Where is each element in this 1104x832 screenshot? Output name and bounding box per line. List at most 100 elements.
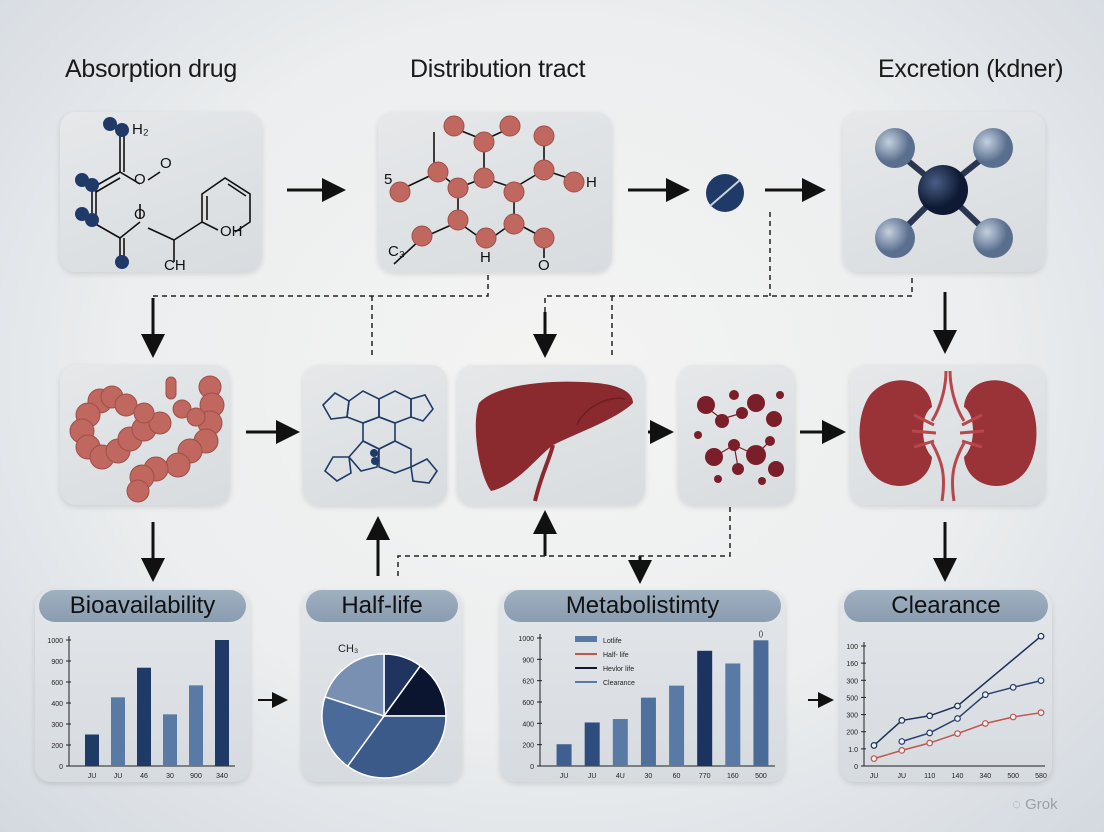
legend-label: Hevlor life — [603, 666, 634, 673]
bar — [753, 640, 769, 766]
data-point — [898, 716, 906, 724]
data-point — [954, 715, 961, 722]
data-point — [926, 729, 934, 737]
dashed-paths — [153, 212, 913, 576]
y-tick-label: 400 — [522, 721, 534, 728]
excretion-molecule-box — [843, 112, 1045, 272]
y-tick-label: 900 — [51, 659, 63, 666]
bar — [584, 722, 600, 766]
pie-slice — [324, 653, 385, 718]
data-point — [898, 746, 906, 754]
atom-label: O — [160, 155, 172, 172]
x-tick-label: 140 — [952, 773, 964, 780]
y-tick-label: 600 — [51, 680, 63, 687]
y-tick-label: 400 — [51, 701, 63, 708]
distribution-title: Distribution tract — [410, 55, 586, 83]
distribution-molecule-icon: 5 H C₃ H O — [384, 115, 597, 272]
y-tick-label: 300 — [51, 722, 63, 729]
atom-label: H — [480, 249, 491, 266]
clearance-header: Clearance — [844, 590, 1048, 622]
bar — [640, 697, 656, 766]
half-life-panel: Half-life CH₃ — [302, 590, 462, 782]
y-tick-label: 500 — [846, 695, 858, 702]
half-life-pie-chart: CH₃ — [321, 643, 447, 779]
x-tick-label: JU — [588, 773, 597, 780]
x-tick-label: 46 — [140, 773, 148, 780]
pie-slice — [382, 664, 447, 717]
ring-structure-icon — [322, 390, 438, 484]
y-tick-label: 0 — [59, 764, 63, 771]
pie-annotation: CH₃ — [338, 643, 358, 655]
bar — [612, 719, 628, 766]
y-tick-label: 300 — [846, 713, 858, 720]
bar — [697, 650, 713, 766]
x-tick-label: 4U — [616, 773, 625, 780]
bar — [163, 714, 177, 766]
x-tick-label: JU — [560, 773, 569, 780]
bar — [85, 734, 99, 766]
x-tick-label: 60 — [673, 773, 681, 780]
absorption-title: Absorption drug — [65, 55, 238, 83]
pie-slice — [346, 715, 447, 779]
x-tick-label: JU — [898, 773, 907, 780]
data-point — [954, 730, 961, 737]
data-point — [981, 720, 989, 727]
data-point — [981, 691, 989, 699]
legend-swatch — [575, 636, 597, 642]
y-tick-label: 1.0 — [848, 747, 858, 754]
atom-label: H — [586, 174, 597, 191]
tetrahedral-molecule-icon — [875, 128, 1013, 258]
absorption-molecule-icon: H₂ O O O OH CH — [75, 117, 251, 272]
data-point — [954, 702, 961, 710]
atom-label: O — [538, 257, 550, 272]
y-tick-label: 900 — [522, 657, 534, 664]
x-tick-label: 110 — [924, 773, 935, 780]
x-tick-label: 500 — [755, 773, 767, 780]
bar — [669, 685, 685, 766]
bar-annotation: () — [759, 631, 764, 638]
legend-label: Lotlife — [603, 638, 622, 645]
y-tick-label: 200 — [51, 743, 63, 750]
bar — [556, 744, 572, 766]
x-tick-label: JU — [870, 773, 879, 780]
metabolite-particles-icon — [694, 390, 784, 485]
y-tick-label: 1000 — [47, 638, 63, 645]
atom-label: O — [134, 206, 146, 223]
data-point — [926, 739, 934, 747]
atom-label: OH — [220, 223, 243, 240]
x-tick-label: 900 — [190, 773, 202, 780]
liver-box — [457, 365, 645, 505]
atom-label: H₂ — [132, 121, 149, 138]
y-tick-label: 160 — [846, 661, 858, 668]
data-point — [870, 742, 878, 749]
excretion-title: Excretion (kdner) — [878, 55, 1064, 83]
data-point — [926, 712, 934, 720]
half-life-header: Half-life — [306, 590, 458, 622]
data-point — [1037, 709, 1045, 717]
x-tick-label: 500 — [1007, 773, 1019, 780]
bar — [725, 663, 741, 766]
y-tick-label: 200 — [522, 743, 534, 750]
bar — [189, 685, 203, 766]
x-tick-label: JU — [88, 773, 97, 780]
intestine-box — [60, 365, 230, 505]
atom-label: 5 — [384, 171, 392, 188]
pill-capsule-icon — [706, 174, 744, 212]
y-tick-label: 100 — [846, 644, 858, 651]
atom-label: CH — [164, 257, 186, 272]
metabolism-header: Metabolistimty — [504, 590, 781, 622]
x-tick-label: 340 — [979, 773, 991, 780]
x-tick-label: 160 — [727, 773, 739, 780]
atom-label: O — [134, 171, 146, 188]
x-tick-label: 30 — [645, 773, 653, 780]
data-point — [1037, 677, 1045, 685]
bar — [215, 640, 229, 766]
y-tick-label: 600 — [522, 700, 534, 707]
intestine-icon — [69, 375, 225, 503]
